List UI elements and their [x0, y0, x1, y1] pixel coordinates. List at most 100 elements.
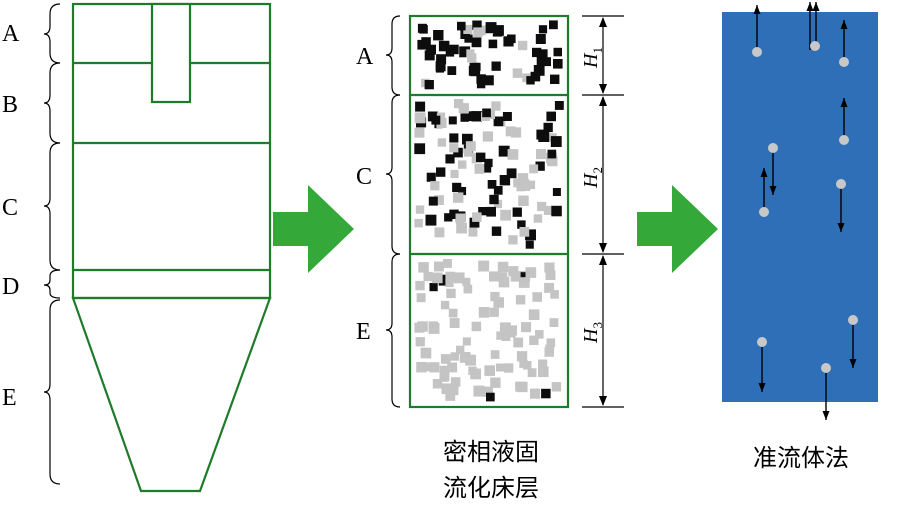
dense-particle: [438, 274, 450, 286]
brace-reactor-e: [43, 299, 61, 485]
dense-particle: [526, 76, 535, 85]
dilute-particle: [446, 288, 456, 299]
velocity-arrowhead: [760, 168, 768, 177]
height-label-h3: H3: [579, 311, 605, 351]
dilute-particle: [437, 138, 447, 147]
dense-particle: [486, 206, 496, 217]
dilute-particle: [501, 332, 511, 341]
dense-particle: [532, 47, 542, 58]
reactor-label-b: B: [2, 92, 18, 118]
velocity-arrowhead: [812, 2, 820, 11]
dense-particle: [499, 175, 511, 186]
dilute-particle: [455, 213, 466, 224]
dense-particle: [476, 74, 486, 84]
dense-particle: [491, 61, 501, 71]
pseudo-fluid-caption: 准流体法: [753, 444, 849, 472]
dilute-particle: [423, 271, 433, 282]
brace-bed-a: [385, 15, 401, 96]
pseudo-fluid-particle: [768, 143, 778, 153]
bed-height-arrowheads: [599, 17, 607, 406]
dilute-particle: [532, 292, 542, 302]
dilute-particle: [516, 351, 528, 362]
dilute-particle: [415, 280, 425, 291]
dilute-particle: [489, 271, 500, 282]
height-label-h2: H2: [579, 156, 605, 196]
reactor-label-a: A: [2, 21, 20, 47]
dilute-particle: [537, 201, 547, 212]
dilute-particle: [517, 40, 528, 51]
dilute-particle: [449, 318, 460, 328]
dilute-particle: [529, 335, 539, 345]
dilute-particle: [445, 271, 455, 282]
dilute-particle: [466, 49, 475, 58]
dilute-particle: [420, 347, 432, 359]
reactor-zone-braces: [43, 3, 61, 485]
pseudo-fluid-particle: [759, 207, 769, 217]
dilute-particle: [468, 366, 477, 375]
dense-particle: [493, 116, 504, 127]
dense-particle: [472, 20, 482, 30]
dense-particle: [487, 180, 497, 189]
dilute-particle: [526, 180, 536, 190]
dilute-particle: [415, 337, 425, 347]
dilute-particle: [416, 362, 427, 373]
dilute-particle: [445, 391, 456, 401]
brace-reactor-b: [43, 62, 61, 144]
dilute-particle: [473, 385, 485, 397]
bed-caption-line1: 密相液固: [443, 438, 539, 466]
arrowhead-h2-bottom: [599, 243, 607, 253]
dense-particle: [506, 168, 517, 179]
dilute-particle: [428, 321, 439, 331]
dilute-particle: [528, 309, 540, 320]
brace-bed-e: [385, 253, 401, 408]
dilute-particle: [448, 308, 458, 318]
dilute-particle: [429, 362, 440, 373]
dense-particle: [549, 20, 558, 30]
dilute-particle: [490, 350, 500, 359]
dense-particle: [543, 122, 553, 133]
dilute-particle: [436, 112, 446, 121]
dilute-particle: [533, 214, 543, 223]
dense-particle: [459, 46, 471, 58]
pseudo-fluid-column: [722, 12, 878, 402]
dense-particle: [546, 111, 556, 122]
dilute-particle: [430, 181, 440, 191]
dilute-particle: [496, 331, 505, 340]
dense-particle: [489, 194, 499, 205]
dense-particle: [520, 272, 530, 281]
dense-particle: [414, 143, 426, 155]
reactor-cone: [71, 296, 272, 493]
dense-particle: [536, 56, 547, 66]
svg-text:H1: H1: [580, 47, 605, 69]
bed-column: [408, 14, 570, 409]
dilute-particle: [498, 276, 510, 288]
dense-particle: [491, 226, 502, 236]
dilute-particle: [489, 307, 499, 317]
dilute-particle: [453, 192, 464, 203]
dilute-particle: [432, 272, 443, 284]
dilute-particle: [508, 266, 519, 277]
dilute-particle: [527, 368, 537, 378]
h1-subscript: 1: [590, 47, 605, 54]
bed-column-outline: [408, 14, 570, 409]
dense-particle: [550, 74, 560, 84]
dilute-particle: [520, 181, 531, 191]
dense-particle: [469, 217, 480, 228]
dense-particle: [502, 112, 512, 121]
dilute-particle: [544, 347, 554, 357]
dilute-particle: [414, 112, 426, 124]
bed-zone-braces: [385, 15, 401, 408]
dense-particle: [460, 113, 469, 122]
dense-particle: [550, 136, 562, 147]
pseudo-fluid-particle: [821, 363, 831, 373]
dense-particle: [471, 37, 482, 48]
dense-particle: [530, 71, 541, 82]
dense-particle: [464, 34, 473, 43]
velocity-arrowhead: [849, 359, 857, 368]
dense-particle: [517, 220, 526, 229]
h1-symbol: H: [580, 52, 602, 69]
bed-caption-line2: 流化床层: [443, 474, 539, 502]
dilute-particle: [472, 212, 482, 222]
dense-particle: [536, 129, 547, 140]
